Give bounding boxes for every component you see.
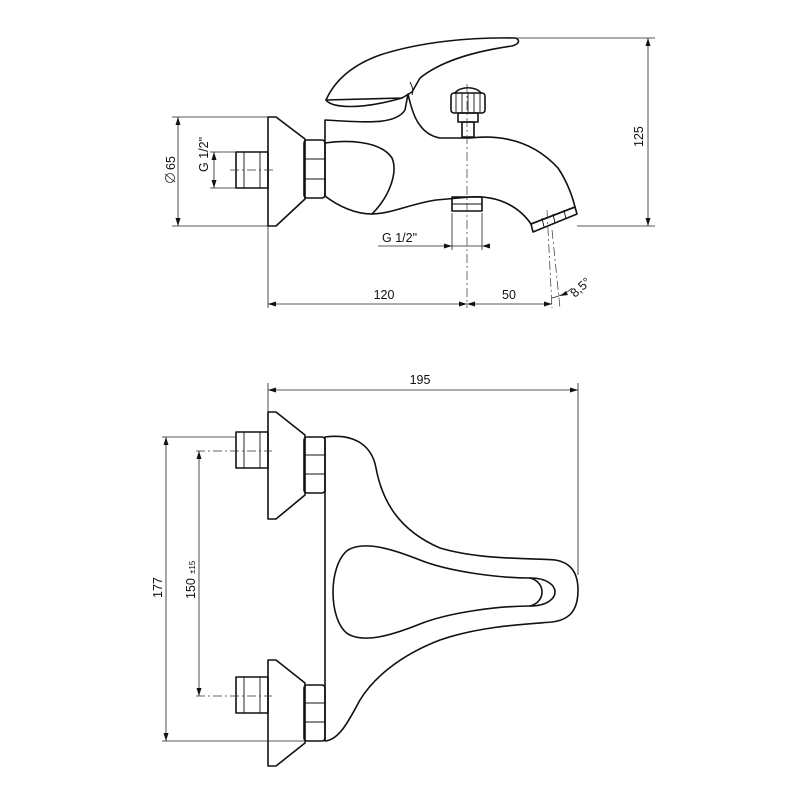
lever-handle-top bbox=[332, 545, 556, 639]
dim-length-a: 120 bbox=[374, 288, 395, 302]
hex-nut-side bbox=[303, 139, 326, 199]
inlet-nipple-lower bbox=[235, 676, 269, 714]
mixer-body-top bbox=[324, 435, 579, 742]
dim-thread-bottom: G 1/2" bbox=[382, 231, 417, 245]
side-view: G 1/2" 65 G 1/2" 120 50 8,5° bbox=[164, 37, 655, 309]
spout-tip bbox=[530, 206, 578, 233]
lever-handle-side bbox=[325, 37, 520, 101]
dim-diameter: 65 bbox=[164, 156, 178, 170]
hex-nut-lower bbox=[303, 684, 326, 742]
dim-thread-top: G 1/2" bbox=[197, 137, 211, 172]
diverter-knob bbox=[450, 86, 486, 138]
mixer-body-side bbox=[324, 93, 576, 225]
dim-length-b: 50 bbox=[502, 288, 516, 302]
hex-nut-upper bbox=[303, 436, 326, 494]
inlet-nipple-upper bbox=[235, 431, 269, 469]
dim-spacing-tolerance: ±15 bbox=[188, 560, 197, 574]
escutcheon-top-lower bbox=[267, 659, 306, 767]
dim-spacing: 150 bbox=[184, 578, 198, 599]
top-view: 195 177 bbox=[151, 373, 579, 767]
dim-height: 125 bbox=[632, 126, 646, 147]
dim-angle: 8,5° bbox=[568, 275, 594, 300]
dim-width: 195 bbox=[410, 373, 431, 387]
escutcheon-side bbox=[267, 116, 306, 227]
escutcheon-top-upper bbox=[267, 411, 306, 520]
dim-overall: 177 bbox=[151, 577, 165, 598]
